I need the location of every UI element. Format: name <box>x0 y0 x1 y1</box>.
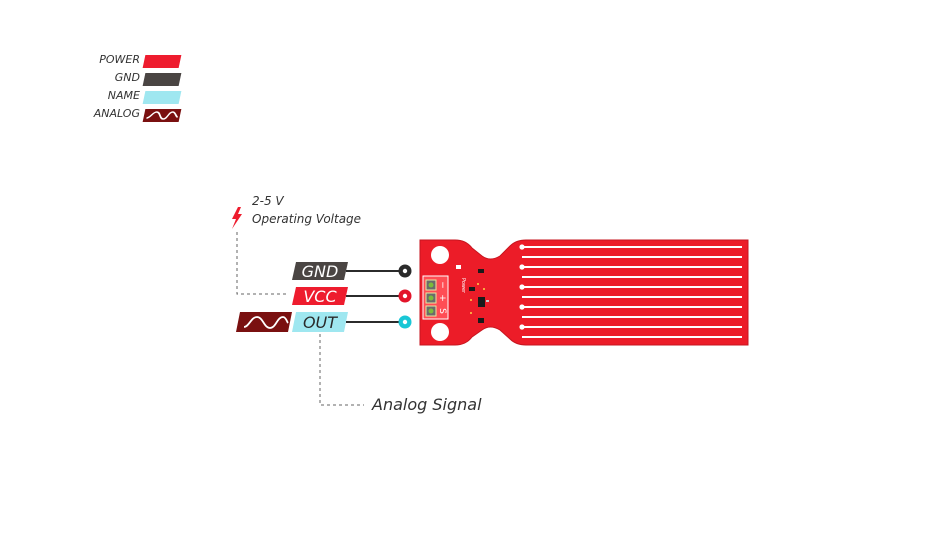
legend-item-name: NAME <box>70 88 200 106</box>
water-level-sensor-board: − + S Power <box>419 239 749 346</box>
sine-wave-path <box>243 316 289 329</box>
voltage-range: 2-5 V <box>252 194 284 208</box>
sine-wave-icon <box>142 109 182 122</box>
trace-via <box>519 244 525 250</box>
pcb <box>419 239 749 346</box>
header-pad <box>428 282 434 288</box>
legend-label: GND <box>114 71 140 84</box>
via <box>470 299 472 301</box>
trace-via <box>519 284 525 290</box>
smd-component <box>478 269 484 273</box>
trace-via <box>519 304 525 310</box>
legend-item-analog: ANALOG <box>70 106 200 124</box>
trace-via <box>519 324 525 330</box>
sensing-traces <box>519 244 742 338</box>
legend-label: NAME <box>107 89 140 102</box>
transistor <box>478 297 485 307</box>
pin-gnd: GND <box>292 262 412 281</box>
gnd-label-bg <box>292 262 348 280</box>
out-dot-center <box>402 319 408 325</box>
silk-minus: − <box>437 281 447 289</box>
smd-component <box>469 287 475 291</box>
silk-s: S <box>437 308 447 314</box>
vcc-label-bg <box>292 287 348 305</box>
legend-label: ANALOG <box>93 107 140 120</box>
analog-signal-label: Analog Signal <box>371 395 482 414</box>
gnd-dot-center <box>402 268 408 274</box>
mounting-hole <box>431 246 449 264</box>
pin-label: GND <box>302 262 339 281</box>
via <box>470 312 472 314</box>
lightning-bolt-icon <box>232 207 242 229</box>
mounting-hole <box>431 323 449 341</box>
vcc-dot-center <box>402 293 408 299</box>
voltage-leader-line <box>236 232 288 295</box>
legend-item-power: POWER <box>70 52 200 70</box>
header-pad <box>428 308 434 314</box>
pin-vcc: VCC <box>292 287 412 306</box>
legend-label: POWER <box>99 53 140 66</box>
out-label-bg <box>292 312 348 332</box>
silk-power: Power <box>460 278 466 294</box>
smd-component <box>478 318 484 323</box>
via <box>477 283 479 285</box>
legend-item-gnd: GND <box>70 70 200 88</box>
voltage-label: Operating Voltage <box>252 212 361 226</box>
power-led <box>456 265 461 269</box>
legend: POWER GND NAME ANALOG <box>70 52 200 124</box>
header-pad <box>428 295 434 301</box>
silk-plus: + <box>437 294 447 302</box>
trace-via <box>519 264 525 270</box>
analog-leader-line <box>319 334 364 406</box>
transistor-lead <box>486 300 489 302</box>
pin-out: OUT <box>236 312 412 332</box>
pin-label: OUT <box>303 313 338 332</box>
pin-label: VCC <box>303 287 337 306</box>
via <box>483 288 485 290</box>
